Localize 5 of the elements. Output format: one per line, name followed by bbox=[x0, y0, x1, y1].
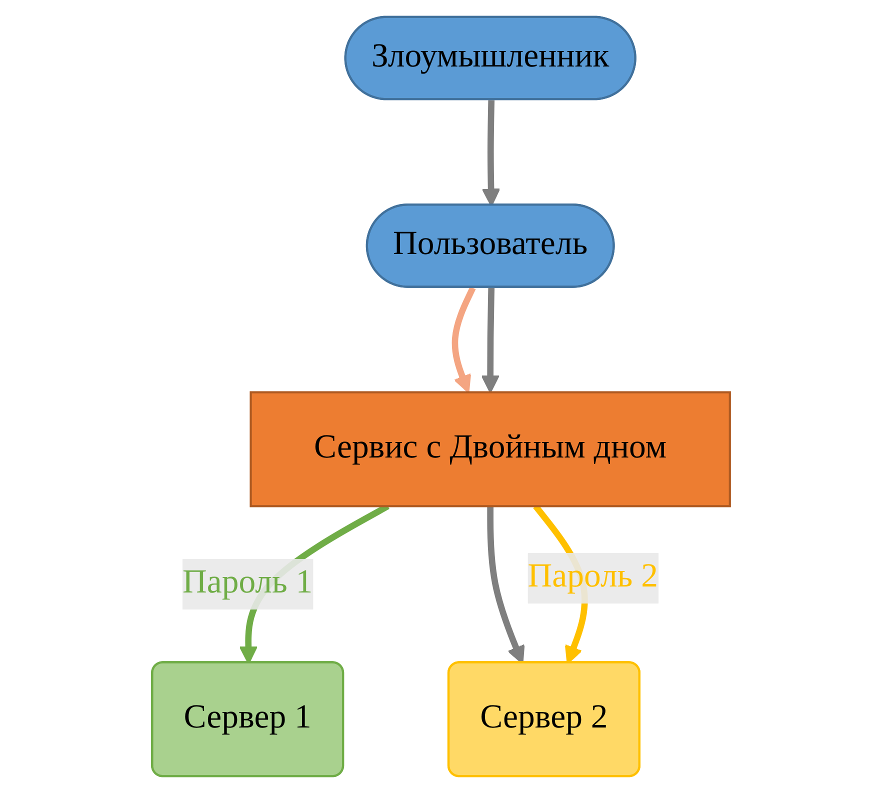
arrow bbox=[481, 288, 500, 394]
edge-label: Пароль 2 bbox=[528, 559, 658, 596]
node-box: Сервис с Двойным дном bbox=[250, 391, 731, 508]
edge-label: Пароль 1 bbox=[182, 565, 313, 602]
arrow bbox=[452, 286, 476, 394]
